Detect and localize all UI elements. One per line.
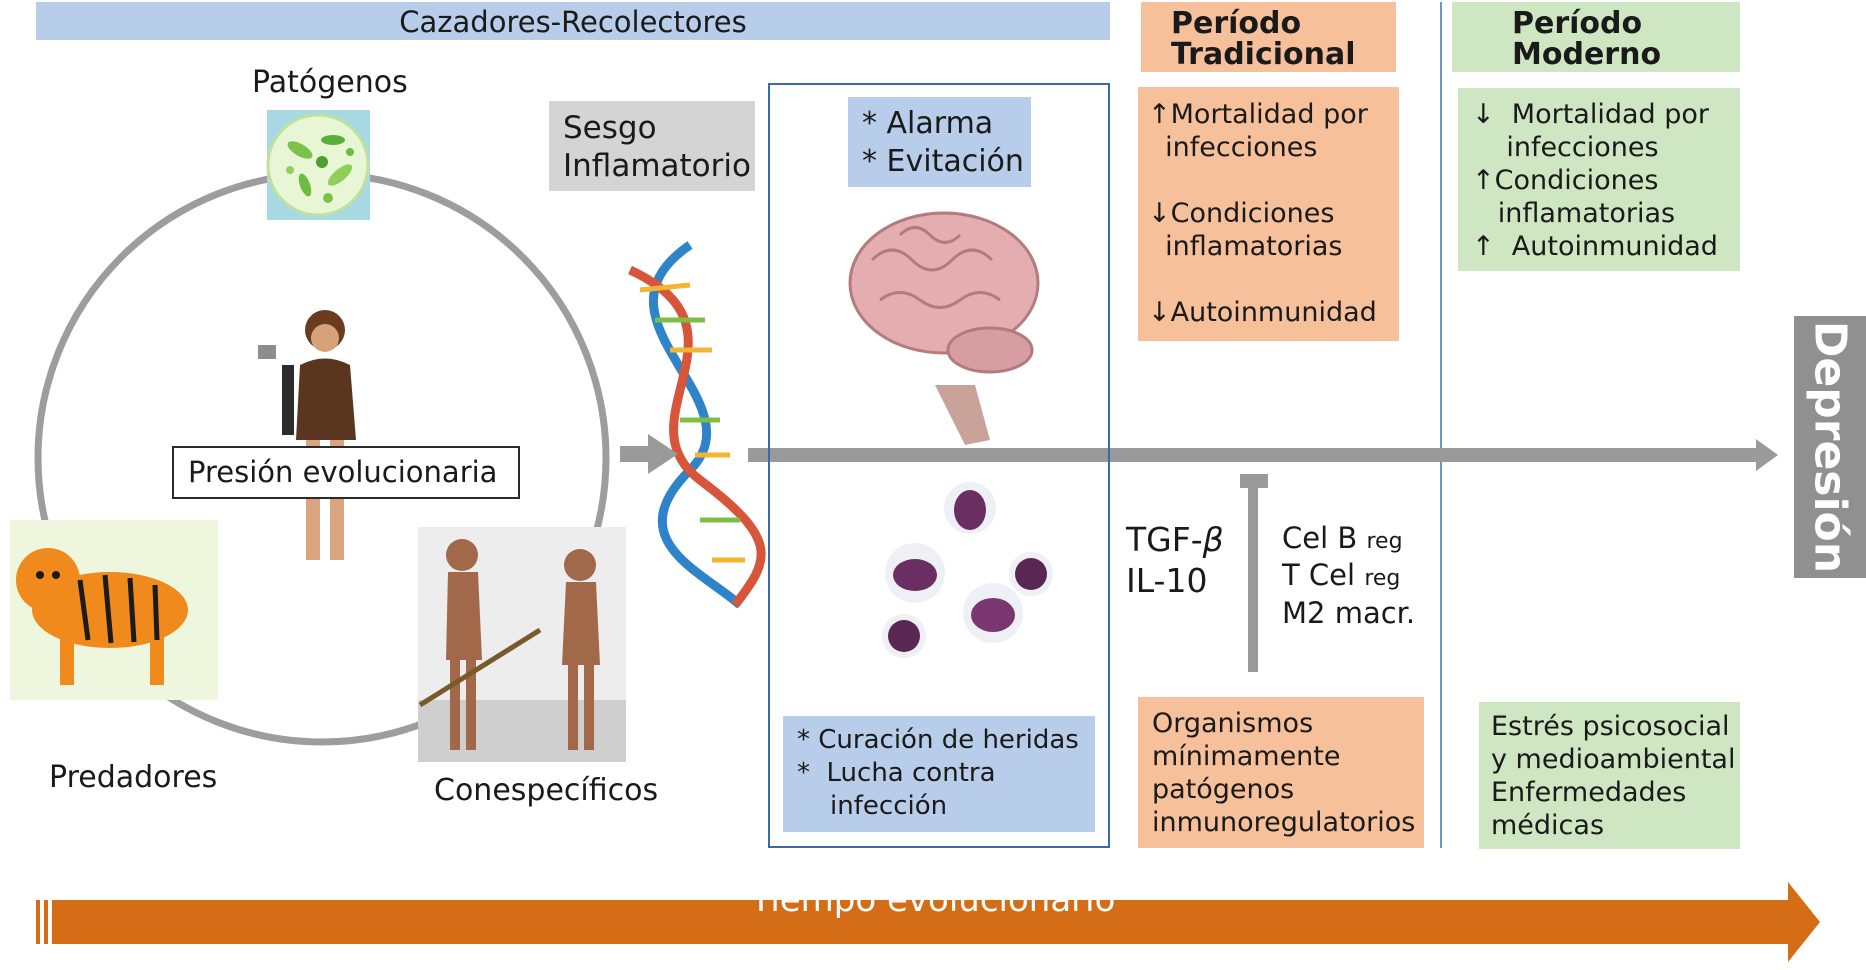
pathogens-label: Patógenos (252, 65, 408, 100)
traditional-effects-box: ↑Mortalidad por infecciones ↓Condiciones… (1138, 87, 1399, 341)
evolutionary-time-label: Tiempo evolucionario (750, 880, 1116, 920)
beta-symbol: β (1202, 520, 1224, 559)
modern-effects-box: ↓ Mortalidad por infecciones ↑Condicione… (1458, 88, 1740, 271)
dna-helix-icon (628, 241, 766, 609)
t-cell-text: T Cel (1282, 558, 1356, 592)
tiger-icon (10, 520, 218, 700)
t-reg-subscript: reg (1364, 566, 1401, 591)
pathogens-icon (266, 110, 370, 220)
b-reg-subscript: reg (1366, 529, 1403, 554)
inhibition-bar (1240, 474, 1268, 672)
immune-responses-box: * Curación de heridas * Lucha contra inf… (783, 716, 1095, 832)
pressure-to-dna-arrow (620, 434, 678, 474)
brain-icon (848, 211, 1040, 445)
tgf-beta-label: TGF-β (1126, 520, 1224, 560)
depression-box: Depresión (1794, 316, 1866, 578)
m2-macrophage-label: M2 macr. (1282, 596, 1416, 630)
il10-label: IL-10 (1126, 561, 1208, 600)
b-cell-text: Cel B (1282, 521, 1358, 555)
evolutionary-pressure-box: Presión evolucionaria (172, 446, 520, 499)
b-reg-label: Cel B reg (1282, 519, 1403, 561)
traditional-cause-box: Organismos mínimamente patógenos inmunor… (1138, 697, 1424, 848)
modern-period-banner: Período Moderno (1452, 2, 1740, 72)
brain-responses-box: * Alarma * Evitación (848, 97, 1031, 187)
caveman-figure (258, 310, 356, 560)
period-divider (1440, 2, 1442, 848)
tgf-text: TGF- (1126, 520, 1203, 559)
brain-immune-panel (768, 83, 1110, 848)
inflammatory-bias-box: Sesgo Inflamatorio (549, 101, 755, 191)
modern-cause-box: Estrés psicosocial y medioambiental Enfe… (1479, 702, 1740, 849)
depression-label: Depresión (1804, 320, 1856, 574)
conspecifics-icon (418, 527, 626, 762)
evolutionary-time-arrow (36, 882, 1820, 962)
immune-cells-icon (882, 482, 1053, 658)
hunter-gatherer-banner: Cazadores-Recolectores (36, 2, 1110, 40)
conspecifics-label: Conespecíficos (434, 773, 659, 808)
main-pathway-arrow (748, 439, 1778, 471)
traditional-period-banner: Período Tradicional (1141, 2, 1396, 72)
t-reg-label: T Cel reg (1282, 556, 1400, 598)
predators-label: Predadores (49, 760, 218, 795)
